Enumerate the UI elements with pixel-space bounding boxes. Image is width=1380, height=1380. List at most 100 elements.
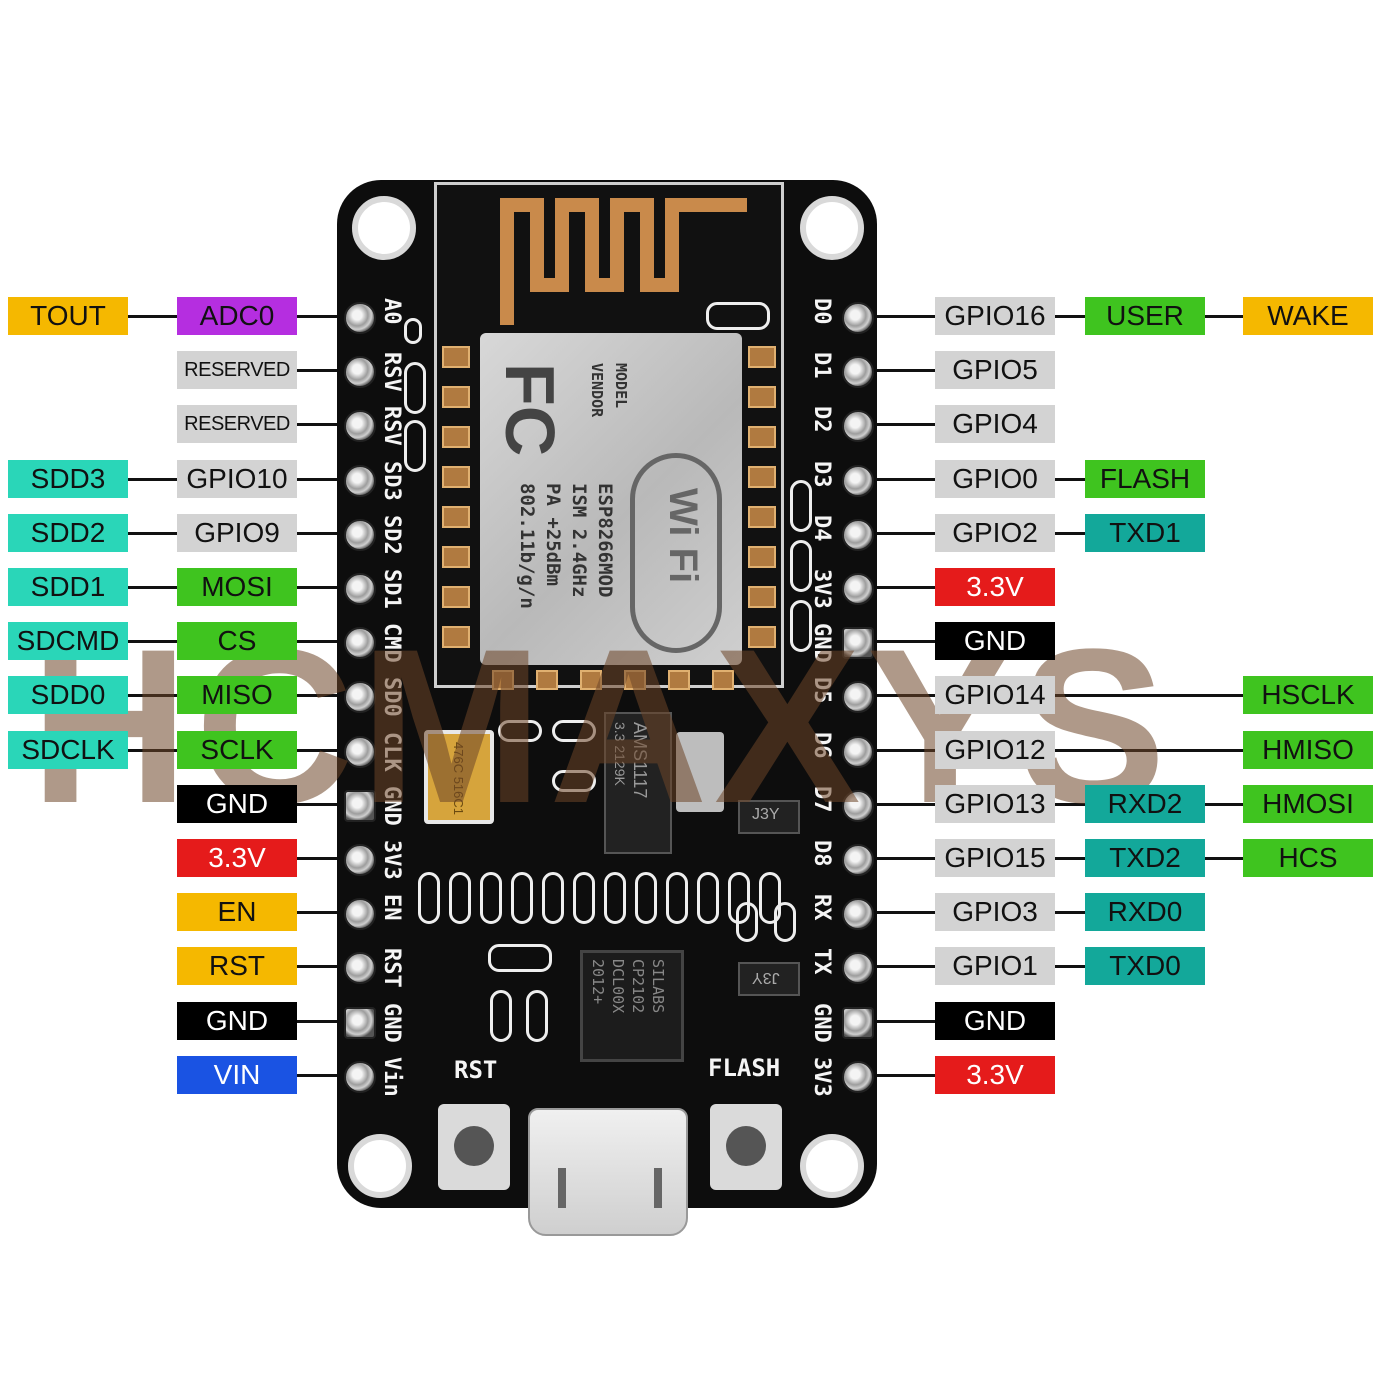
left-pin-7-label-0: SDD0 xyxy=(8,676,128,715)
right-pin-1-silk: D1 xyxy=(809,352,834,379)
right-pin-4-wire-1 xyxy=(1055,531,1085,535)
left-pin-8-label-1: SCLK xyxy=(177,730,297,769)
smd-resistor-2 xyxy=(480,872,502,924)
right-pin-10-label-0: GPIO15 xyxy=(935,839,1055,877)
right-pin-8-silk: D6 xyxy=(809,731,834,759)
smd-part-i xyxy=(404,362,426,414)
left-pin-4-label-0: SDD2 xyxy=(8,513,128,552)
right-pin-12-pad xyxy=(842,952,874,985)
right-pin-10-wire-2 xyxy=(1205,857,1243,860)
left-pin-10-pad xyxy=(344,844,376,876)
left-pin-0-label-1: ADC0 xyxy=(177,297,297,335)
left-pin-7-silk: SD0 xyxy=(379,677,404,718)
wifi-logo-badge: Wi Fi xyxy=(630,453,722,653)
left-pin-2-label-0: RESERVED xyxy=(177,405,297,444)
left-pin-6-pad xyxy=(344,627,376,660)
module-line-3: ISM 2.4GHz xyxy=(568,483,590,598)
rst-button-cap[interactable] xyxy=(454,1126,494,1166)
right-pin-12-wire-0 xyxy=(872,965,935,969)
regulator-marking: AMS1117 xyxy=(630,722,650,799)
right-pin-6-wire-0 xyxy=(872,640,935,644)
left-pin-9-pad xyxy=(344,789,376,822)
smd-part-l xyxy=(790,540,812,592)
left-pin-11-pad xyxy=(344,898,376,931)
module-pad-right-7 xyxy=(748,626,776,648)
left-pin-12-pad xyxy=(344,952,376,985)
left-pin-0-wire-1 xyxy=(128,315,177,318)
left-pin-10-wire-pad xyxy=(297,857,344,860)
left-pin-7-pad xyxy=(344,681,376,714)
micro-usb-port[interactable] xyxy=(528,1108,688,1236)
right-pin-9-pad xyxy=(842,789,874,822)
flash-button[interactable] xyxy=(710,1104,782,1190)
left-pin-5-silk: SD1 xyxy=(379,569,404,609)
smd-resistor-8 xyxy=(666,872,688,924)
right-pin-8-wire-2 xyxy=(1055,748,1243,752)
right-pin-2-pad xyxy=(842,410,874,443)
left-pin-0-pad xyxy=(344,302,376,334)
module-line-0: MODEL xyxy=(612,363,630,409)
module-pad-right-4 xyxy=(748,506,776,528)
left-pin-3-label-1: GPIO10 xyxy=(177,459,297,498)
right-pin-3-label-1: FLASH xyxy=(1085,459,1205,498)
module-pad-right-2 xyxy=(748,426,776,448)
left-pin-11-label-0: EN xyxy=(177,893,297,932)
smd-part-g xyxy=(774,902,796,942)
left-pin-12-wire-pad xyxy=(297,965,344,969)
left-pin-3-pad xyxy=(344,464,376,497)
module-pad-left-2 xyxy=(442,426,470,448)
right-pin-5-label-0: 3.3V xyxy=(935,568,1055,606)
left-pin-8-silk: CLK xyxy=(379,731,404,772)
left-pin-0-silk: A0 xyxy=(379,298,404,325)
right-pin-3-silk: D3 xyxy=(809,460,834,488)
left-pin-14-pad xyxy=(344,1060,376,1093)
left-pin-4-pad xyxy=(344,518,376,551)
right-pin-1-wire-0 xyxy=(872,369,935,373)
smd-part-a xyxy=(498,720,542,742)
left-pin-7-label-1: MISO xyxy=(177,676,297,715)
capacitor-marking: 476C 516C1 xyxy=(451,742,466,815)
left-pin-5-label-0: SDD1 xyxy=(8,568,128,606)
left-pin-6-silk: CMD xyxy=(379,623,404,663)
right-pin-6-silk: GND xyxy=(809,623,834,663)
smd-resistor-0 xyxy=(418,872,440,924)
module-pad-right-3 xyxy=(748,466,776,488)
smd-resistor-9 xyxy=(697,872,719,924)
module-pad-left-5 xyxy=(442,546,470,568)
left-pin-11-wire-pad xyxy=(297,911,344,915)
left-pin-3-wire-1 xyxy=(128,477,177,481)
right-pin-3-wire-1 xyxy=(1055,477,1085,481)
rst-button[interactable] xyxy=(438,1104,510,1190)
tantalum-capacitor: 476C 516C1 xyxy=(424,730,494,824)
smd-part-j xyxy=(404,420,426,472)
smd-part-b xyxy=(552,720,596,742)
mounting-hole-top-left xyxy=(352,196,416,260)
left-pin-7-wire-pad xyxy=(297,694,344,698)
right-pin-0-label-0: GPIO16 xyxy=(935,297,1055,335)
right-pin-1-pad xyxy=(842,356,874,389)
right-pin-11-silk: RX xyxy=(809,894,834,921)
right-pin-11-wire-1 xyxy=(1055,911,1085,915)
right-pin-9-label-2: HMOSI xyxy=(1243,784,1373,823)
mounting-hole-bottom-left xyxy=(348,1134,412,1198)
right-pin-0-silk: D0 xyxy=(809,298,834,325)
rst-button-label: RST xyxy=(454,1056,498,1084)
smd-part-m xyxy=(790,600,812,652)
smd-resistor-7 xyxy=(635,872,657,924)
smd-resistor-6 xyxy=(604,872,626,924)
right-pin-12-wire-1 xyxy=(1055,965,1085,969)
module-pad-right-6 xyxy=(748,586,776,608)
left-pin-7-wire-1 xyxy=(128,694,177,698)
left-pin-5-pad xyxy=(344,573,376,605)
flash-button-cap[interactable] xyxy=(726,1126,766,1166)
left-pin-1-pad xyxy=(344,356,376,389)
wifi-logo-text: Wi Fi xyxy=(661,488,705,584)
right-pin-3-label-0: GPIO0 xyxy=(935,459,1055,498)
right-pin-10-label-2: HCS xyxy=(1243,839,1373,877)
diode xyxy=(676,732,724,812)
right-pin-1-label-0: GPIO5 xyxy=(935,351,1055,390)
smd-part-h xyxy=(404,318,422,344)
left-pin-5-wire-pad xyxy=(297,586,344,589)
